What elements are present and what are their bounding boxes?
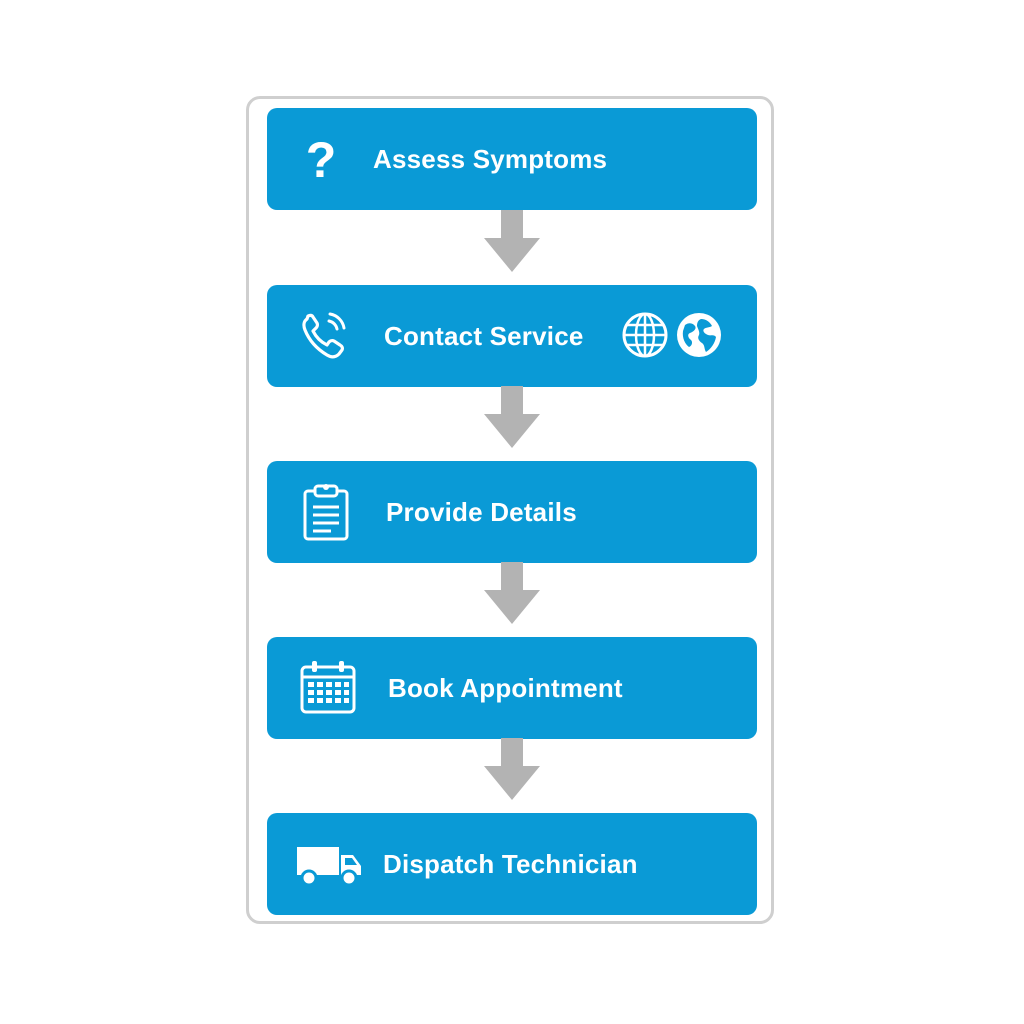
- globe-earth-icon: [675, 311, 723, 359]
- step-label: Book Appointment: [388, 673, 623, 703]
- down-arrow-1: [484, 210, 540, 272]
- down-arrow-2: [484, 386, 540, 448]
- step-label: Assess Symptoms: [373, 144, 608, 174]
- step-label: Contact Service: [384, 321, 584, 351]
- step-dispatch-technician: Dispatch Technician: [267, 813, 757, 915]
- step-provide-details: Provide Details: [267, 461, 757, 563]
- step-label: Dispatch Technician: [383, 849, 638, 879]
- down-arrow-3: [484, 562, 540, 624]
- step-book-appointment: Book Appointment: [267, 637, 757, 739]
- globe-grid-icon: [621, 311, 669, 359]
- clipboard-icon: [301, 483, 351, 541]
- step-assess-symptoms: ? Assess Symptoms: [267, 108, 757, 210]
- down-arrow-4: [484, 738, 540, 800]
- truck-icon: [295, 843, 363, 887]
- step-label: Provide Details: [386, 497, 577, 527]
- question-mark-icon: ?: [305, 132, 337, 188]
- phone-icon: [299, 311, 351, 361]
- calendar-icon: [299, 659, 357, 715]
- step-contact-service: Contact Service: [267, 285, 757, 387]
